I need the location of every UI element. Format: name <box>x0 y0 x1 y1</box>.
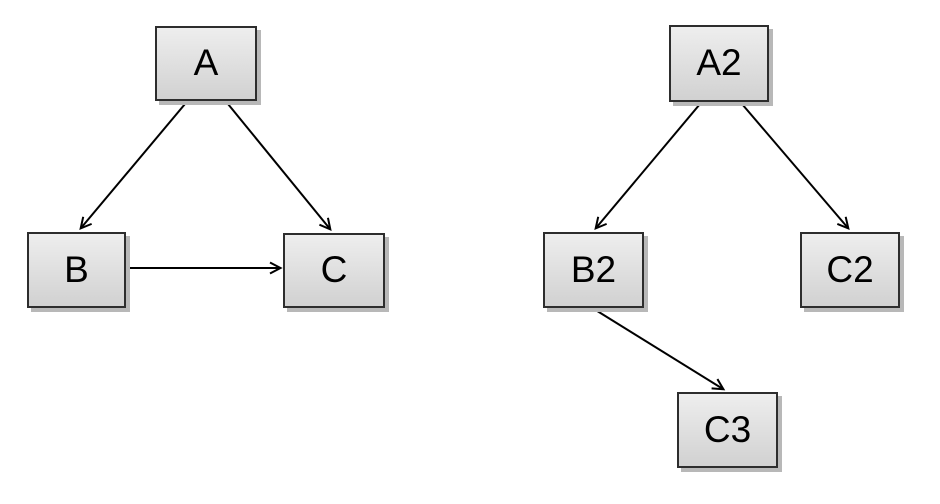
edge-A-B[interactable] <box>79 103 186 231</box>
node-C2[interactable]: C2 <box>800 232 900 308</box>
node-B2[interactable]: B2 <box>543 232 644 308</box>
edge-A2-B2[interactable] <box>594 103 701 231</box>
node-label-C: C <box>320 249 348 290</box>
node-label-B: B <box>64 248 89 290</box>
edge-A2-C2[interactable] <box>741 103 850 231</box>
node-B[interactable]: B <box>27 232 126 308</box>
node-A[interactable]: A <box>155 26 257 101</box>
node-label-C3: C3 <box>703 408 752 450</box>
node-A2[interactable]: A2 <box>669 25 769 102</box>
node-label-A2: A2 <box>696 42 742 83</box>
node-label-B2: B2 <box>570 248 617 290</box>
node-label-C2: C2 <box>826 248 874 290</box>
edge-A-C[interactable] <box>227 103 332 232</box>
node-label-A: A <box>193 42 219 83</box>
edge-B2-C3[interactable] <box>593 308 726 391</box>
node-C3[interactable]: C3 <box>677 392 778 468</box>
node-C[interactable]: C <box>283 233 385 308</box>
